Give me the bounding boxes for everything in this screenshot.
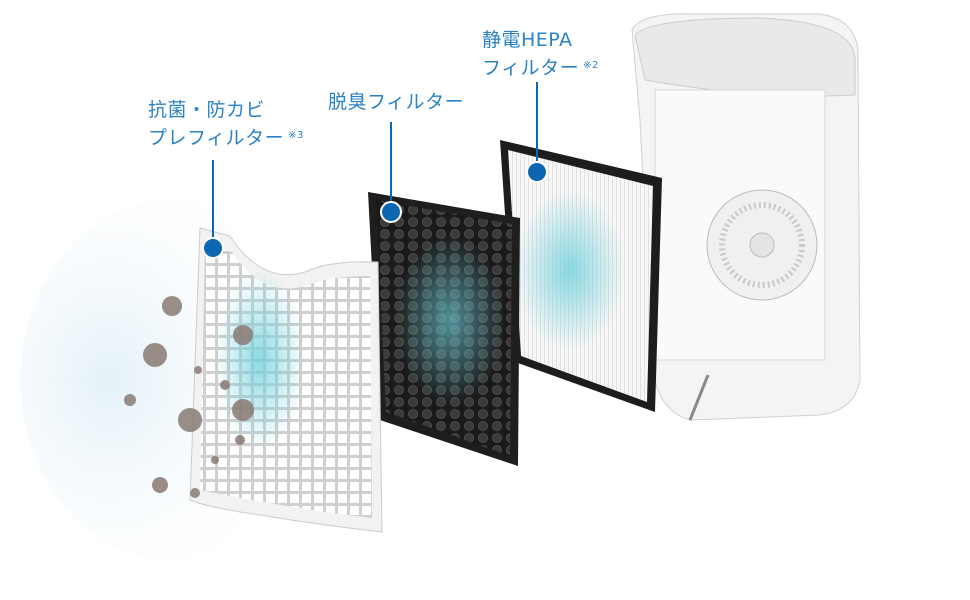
prefilter-label: 抗菌・防カビ プレフィルター※3 (148, 96, 304, 152)
prefilter-label-line2: プレフィルター (148, 127, 285, 149)
deodorizing-filter-label: 脱臭フィルター (328, 88, 464, 116)
hepa-filter-label-line1: 静電HEPA (482, 29, 573, 51)
hepa-filter-label: 静電HEPA フィルター※2 (482, 26, 599, 82)
deodorizing-filter-label-line1: 脱臭フィルター (328, 91, 465, 113)
prefilter-note: ※3 (288, 130, 304, 141)
hepa-filter (500, 140, 662, 412)
prefilter-label-line1: 抗菌・防カビ (148, 99, 266, 121)
air-purifier-unit (631, 13, 861, 421)
power-cord (688, 374, 710, 421)
hepa-note: ※2 (583, 60, 599, 71)
dust-particles (124, 296, 254, 498)
leader-lines (202, 82, 548, 259)
hepa-filter-label-line2: フィルター (482, 57, 580, 79)
deodorizing-filter (368, 192, 520, 466)
